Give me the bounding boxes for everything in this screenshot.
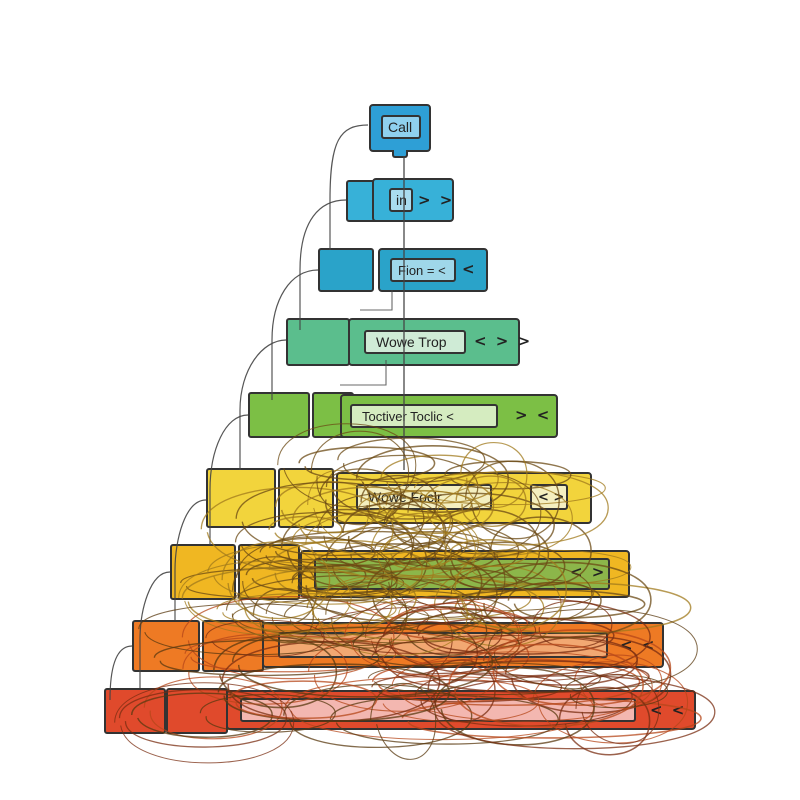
block-wowe-trop-connector (286, 318, 350, 366)
block-row-9-connector-right (166, 688, 228, 734)
block-in-field[interactable]: in (389, 188, 413, 212)
block-wowe-trop-chevrons[interactable]: < > > (474, 332, 533, 350)
block-row-8-field[interactable] (278, 632, 608, 658)
block-row-7-connector-left (170, 544, 236, 600)
block-row-7-connector-right (238, 544, 300, 600)
block-toctiver-connector-left (248, 392, 310, 438)
block-call-field[interactable]: Call (381, 115, 421, 139)
block-in-chevrons[interactable]: > > (418, 191, 455, 209)
block-toctiver-chevrons[interactable]: > < (515, 406, 552, 424)
block-row-7-chevrons[interactable]: < > (570, 563, 607, 581)
block-row-8-chevrons[interactable]: < < (620, 636, 657, 654)
block-toctiver-field[interactable]: Toctiver Toclic < (350, 404, 498, 428)
block-fion-field[interactable]: Fion = < (390, 258, 456, 282)
block-row-7-field[interactable] (314, 558, 610, 590)
wire (360, 290, 393, 311)
block-row-9-connector-left (104, 688, 166, 734)
block-row-9-field[interactable] (240, 698, 636, 722)
block-in-bar (372, 178, 454, 222)
block-wowe-foclr-field[interactable]: Wowe Foclr (356, 484, 492, 510)
block-row-8-connector-right (202, 620, 264, 672)
block-call-nub (392, 150, 408, 158)
block-wowe-foclr-connector-right (278, 468, 334, 528)
block-wowe-trop-field[interactable]: Wowe Trop (364, 330, 466, 354)
block-row-9-chevrons[interactable]: < < (650, 701, 687, 719)
block-fion-connector (318, 248, 374, 292)
block-fion-chevrons[interactable]: < (462, 260, 477, 278)
block-wowe-foclr-connector-left (206, 468, 276, 528)
block-row-8-connector-left (132, 620, 200, 672)
block-wowe-foclr-chevron-box[interactable]: < > (530, 484, 568, 510)
